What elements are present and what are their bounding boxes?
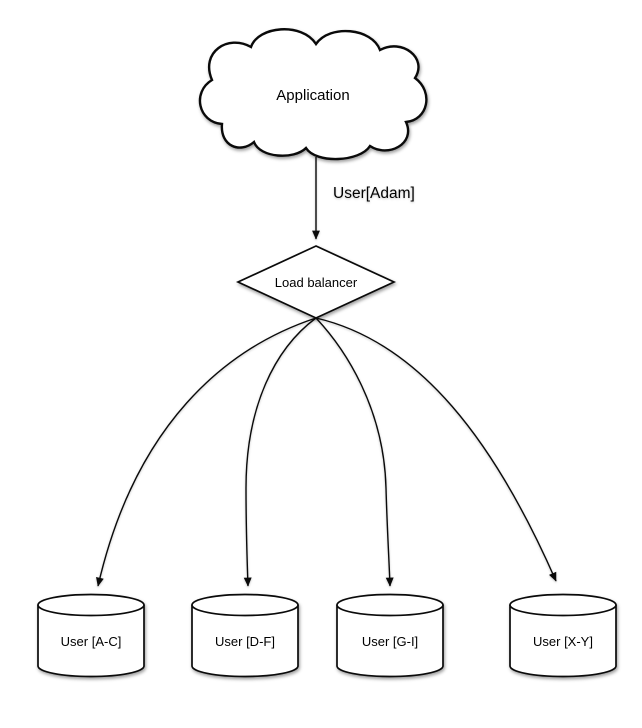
- database-node-a-c: User [A-C]: [37, 593, 145, 678]
- database-label-a-c: User [A-C]: [61, 634, 122, 649]
- cylinder-top: [37, 593, 145, 617]
- database-label-g-i: User [G-I]: [362, 634, 418, 649]
- cylinder-top: [191, 593, 299, 617]
- edge-lb-to-db-group: [96, 317, 557, 587]
- edge-app-to-lb-label: User[Adam]: [333, 185, 415, 202]
- database-node-x-y: User [X-Y]: [509, 593, 617, 678]
- application-node: Application: [198, 28, 428, 161]
- cylinder-body: [509, 605, 617, 678]
- cylinder-body: [191, 605, 299, 678]
- edge-lb-to-db-1: [96, 317, 317, 587]
- edge-lb-to-db-2: [243, 317, 317, 587]
- load-balancer-label: Load balancer: [275, 275, 358, 290]
- cylinder-body: [37, 605, 145, 678]
- cylinder-top: [336, 593, 444, 617]
- cylinder-top: [509, 593, 617, 617]
- database-node-d-f: User [D-F]: [191, 593, 299, 678]
- edge-app-to-lb: User[Adam]: [312, 157, 415, 240]
- database-label-x-y: User [X-Y]: [533, 634, 593, 649]
- edge-lb-to-db-4: [315, 317, 557, 582]
- application-label: Application: [276, 87, 349, 104]
- database-label-d-f: User [D-F]: [215, 634, 275, 649]
- database-node-g-i: User [G-I]: [336, 593, 444, 678]
- load-balancer-node: Load balancer: [235, 245, 397, 319]
- cloud-shape: [198, 28, 428, 161]
- cylinder-body: [336, 605, 444, 678]
- edge-lb-to-db-3: [315, 317, 394, 587]
